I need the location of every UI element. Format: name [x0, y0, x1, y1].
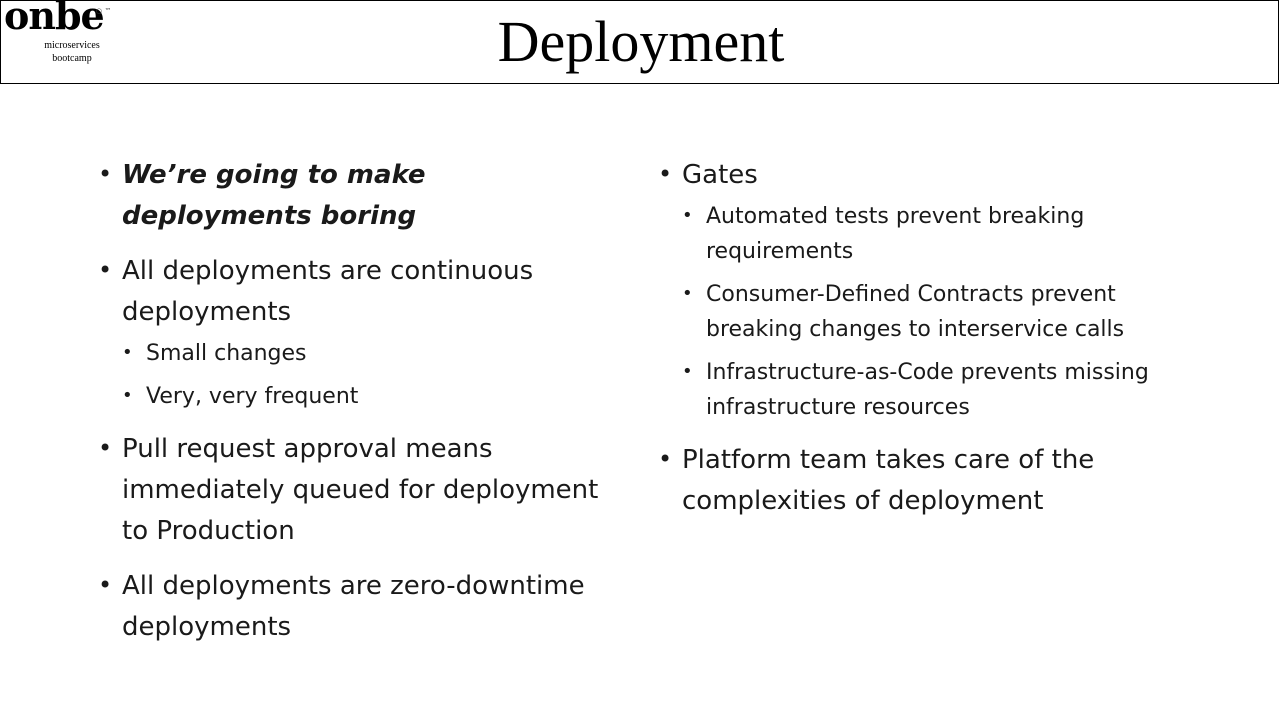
logo-subtitle-line-2: bootcamp [52, 53, 92, 64]
sub-bullet-item: Consumer-Defined Contracts prevent break… [682, 277, 1218, 347]
logo-wordmark: onbe [4, 0, 105, 38]
sub-bullet-list: Small changes Very, very frequent [122, 336, 618, 414]
logo-subtitle-line-1: microservices [44, 40, 100, 51]
sub-bullet-item: Infrastructure-as-Code prevents missing … [682, 355, 1218, 425]
bullet-text: Platform team takes care of the complexi… [682, 445, 1095, 516]
bullet-item: Gates Automated tests prevent breaking r… [658, 154, 1218, 425]
bullet-item: We’re going to make deployments boring [98, 154, 618, 236]
bullet-text: We’re going to make deployments boring [122, 160, 426, 231]
bullet-item: All deployments are continuous deploymen… [98, 250, 618, 414]
bullet-text: All deployments are continuous deploymen… [122, 256, 534, 327]
bullet-item: Pull request approval means immediately … [98, 428, 618, 551]
logo-trademark-icon: ○ ™ [96, 7, 112, 15]
sub-bullet-text: Consumer-Defined Contracts prevent break… [706, 282, 1125, 342]
title-bar: onbe ○ ™ microservices bootcamp Deployme… [0, 0, 1279, 84]
bullet-item: All deployments are zero-downtime deploy… [98, 565, 618, 647]
right-bullet-list: Gates Automated tests prevent breaking r… [658, 154, 1218, 521]
left-column: We’re going to make deployments boring A… [98, 154, 618, 661]
logo-subtitle: microservices bootcamp [40, 39, 104, 65]
sub-bullet-item: Very, very frequent [122, 379, 618, 414]
sub-bullet-text: Infrastructure-as-Code prevents missing … [706, 360, 1149, 420]
sub-bullet-item: Automated tests prevent breaking require… [682, 199, 1218, 269]
sub-bullet-item: Small changes [122, 336, 618, 371]
left-bullet-list: We’re going to make deployments boring A… [98, 154, 618, 647]
sub-bullet-text: Very, very frequent [146, 384, 359, 409]
slide-title: Deployment [497, 9, 785, 74]
bullet-text: All deployments are zero-downtime deploy… [122, 571, 585, 642]
onbe-logo: onbe ○ ™ microservices bootcamp [4, 0, 114, 71]
bullet-text: Gates [682, 160, 758, 190]
sub-bullet-text: Automated tests prevent breaking require… [706, 204, 1085, 264]
right-column: Gates Automated tests prevent breaking r… [658, 154, 1218, 535]
sub-bullet-text: Small changes [146, 341, 307, 366]
bullet-text: Pull request approval means immediately … [122, 434, 599, 546]
sub-bullet-list: Automated tests prevent breaking require… [682, 199, 1218, 425]
bullet-item: Platform team takes care of the complexi… [658, 439, 1218, 521]
